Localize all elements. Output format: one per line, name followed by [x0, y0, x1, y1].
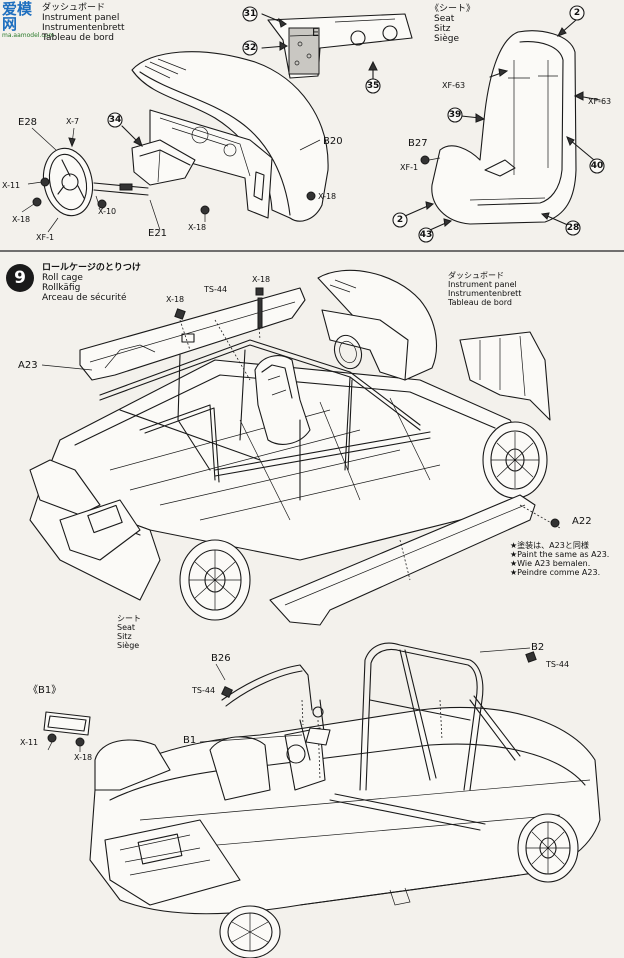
callout-35 [365, 78, 381, 94]
step-9-title-ja: ロールケージのとりつけ [42, 263, 141, 273]
seat-caption-de: Sitz [434, 24, 451, 34]
step-9-number: 9 [14, 268, 26, 288]
label-A23: A23 [18, 360, 38, 371]
seat-caption-en: Seat [434, 14, 455, 24]
paint-note: ★塗装は、A23と同様 ★Paint the same as A23. ★Wie… [510, 541, 609, 577]
label-XF63-a: XF-63 [442, 81, 465, 90]
label-TS44-left: TS-44 [191, 686, 215, 695]
step-9-dashboard-caption: ダッシュボード Instrument panel Instrumentenbre… [448, 271, 521, 307]
top-part-labels: E28 X-7 X-11 X-18 X-10 XF-1 E21 X-18 X-1… [2, 81, 611, 242]
b1-inset-X18: X-18 [74, 753, 92, 762]
step9-dash-fr: Tableau de bord [448, 298, 512, 307]
top-callouts: 31 32 35 34 2 39 40 2 43 28 [107, 5, 605, 243]
callout-40 [589, 158, 605, 174]
seat-caption-fr: Siège [434, 34, 460, 44]
watermark-logo-top: 爱模网 [2, 2, 44, 32]
callout-2b [392, 212, 408, 228]
label-X10: X-10 [98, 207, 116, 216]
callout-31-text: 31 [244, 9, 257, 19]
label-TS44-right: TS-44 [545, 660, 569, 669]
dashboard-caption-fr: Tableau de bord [42, 33, 114, 43]
label-E21: E21 [148, 228, 167, 239]
callout-32-text: 32 [244, 43, 257, 53]
watermark-char-1: 爱 [2, 0, 18, 18]
label-A22: A22 [572, 516, 592, 527]
label-B1: B1 [183, 735, 196, 746]
dashboard-caption-en: Instrument panel [42, 13, 120, 23]
step9-labels: X-18 TS-44 X-18 A23 A22 [18, 275, 592, 527]
b1-inset: 《B1》 X-11 X-18 [20, 684, 92, 762]
label-X7: X-7 [66, 117, 79, 126]
lower-labels: B26 TS-44 B1 B2 TS-44 [183, 642, 569, 746]
label-B26: B26 [211, 653, 231, 664]
b1-inset-X11: X-11 [20, 738, 38, 747]
watermark-char-3: 网 [2, 15, 18, 33]
step-9-seat-caption: シート Seat Sitz Siège [117, 614, 141, 650]
label-XF1-b: XF-1 [400, 163, 418, 172]
step9-seat-en: Seat [117, 623, 136, 632]
step-9-title: ロールケージのとりつけ Roll cage Rollkäfig Arceau d… [42, 263, 141, 303]
paint-note-en: ★Paint the same as A23. [510, 550, 610, 559]
label-E28: E28 [18, 117, 37, 128]
step-9-title-de: Rollkäfig [42, 283, 81, 293]
b1-inset-title: 《B1》 [28, 684, 61, 696]
label-TS44-top: TS-44 [203, 285, 227, 294]
watermark: 爱模网 ma.aamodel.com [2, 2, 54, 40]
steering-wheel-E28 [42, 147, 149, 217]
step-9-title-en: Roll cage [42, 273, 83, 283]
label-XF1-a: XF-1 [36, 233, 54, 242]
callout-40-text: 40 [591, 161, 604, 171]
callout-39-text: 39 [449, 110, 462, 120]
step9-dash-ja: ダッシュボード [448, 271, 504, 280]
callout-34-text: 34 [109, 115, 122, 125]
dash-panel-inset: E [267, 13, 413, 79]
label-X11: X-11 [2, 181, 20, 190]
label-B20: B20 [323, 136, 343, 147]
seat-top-right [431, 30, 577, 225]
seat-caption-ja: 《シート》 [430, 4, 476, 14]
label-X18-a: X-18 [12, 215, 30, 224]
dashboard-caption-de: Instrumentenbrett [42, 23, 125, 33]
lower-car-assembly [89, 642, 601, 958]
callout-31 [242, 6, 258, 22]
watermark-url: ma.aamodel.com [2, 32, 55, 39]
step9-seat-de: Sitz [117, 632, 132, 641]
dashboard-caption-ja: ダッシュボード [42, 3, 106, 13]
callout-2b-text: 2 [397, 215, 403, 225]
dash-panel-letter: E [312, 26, 319, 39]
step-9-title-fr: Arceau de sécurité [42, 293, 127, 303]
dashboard-caption-top: ダッシュボード Instrument panel Instrumentenbre… [42, 3, 125, 43]
callout-2a-text: 2 [574, 8, 580, 18]
dashboard-B20 [131, 51, 329, 222]
step9-dash-en: Instrument panel [448, 280, 517, 289]
seat-caption-top: 《シート》 Seat Sitz Siège [430, 4, 475, 44]
label-B2: B2 [531, 642, 544, 653]
label-X18-left: X-18 [166, 295, 184, 304]
callout-2a [569, 5, 585, 21]
paint-note-fr: ★Peindre comme A23. [510, 568, 601, 577]
step9-seat-fr: Siège [117, 641, 140, 650]
step9-dash-de: Instrumentenbrett [448, 289, 522, 298]
callout-39 [447, 107, 463, 123]
callout-43 [418, 227, 434, 243]
callout-28 [565, 220, 581, 236]
callout-28-text: 28 [567, 223, 580, 233]
paint-note-de: ★Wie A23 bemalen. [510, 559, 591, 568]
label-X18-b: X-18 [188, 223, 206, 232]
watermark-char-2: 模 [17, 0, 33, 18]
callout-35-text: 35 [367, 81, 380, 91]
callout-43-text: 43 [420, 230, 433, 240]
label-XF63-b: XF-63 [588, 97, 611, 106]
chassis-rollcage-assembly [29, 269, 561, 626]
step-9-badge [6, 264, 34, 292]
callout-32 [242, 40, 258, 56]
label-X18-top: X-18 [252, 275, 270, 284]
paint-note-ja: ★塗装は、A23と同様 [510, 541, 589, 550]
step9-seat-ja: シート [117, 614, 141, 623]
callout-34 [107, 112, 123, 128]
label-X18-c: X-18 [318, 192, 336, 201]
label-B27: B27 [408, 138, 428, 149]
